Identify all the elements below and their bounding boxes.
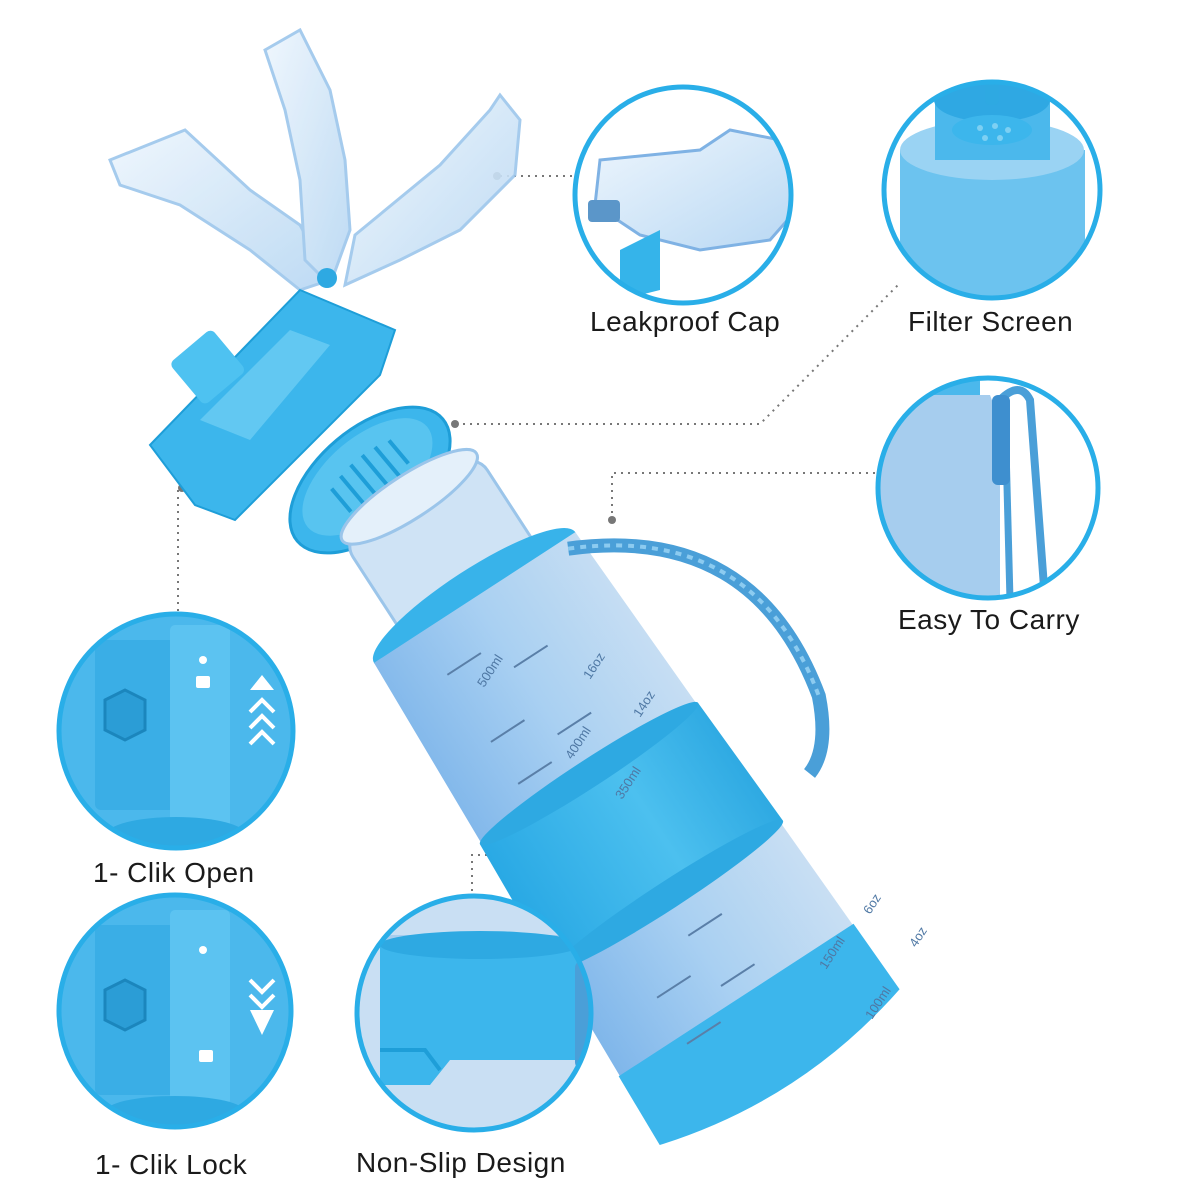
flip-lid-fan: [108, 27, 522, 292]
detail-circle-leakproof-cap: [572, 84, 794, 306]
mark-4oz: 4oz: [906, 924, 930, 950]
bottle: [339, 448, 900, 1146]
detail-circle-one-click-lock: [56, 892, 294, 1130]
mark-6oz: 6oz: [860, 891, 884, 917]
leader-nonslip: [471, 854, 655, 897]
caption-one-click-lock: 1- Clik Lock: [95, 1149, 248, 1180]
leader-lines: [177, 175, 901, 897]
caption-leakproof-cap: Leakproof Cap: [590, 306, 781, 337]
detail-circle-non-slip: [354, 893, 594, 1133]
caption-non-slip-design: Non-Slip Design: [356, 1147, 566, 1178]
caption-filter-screen: Filter Screen: [908, 306, 1074, 337]
leader-carry: [611, 472, 876, 520]
detail-circle-filter-screen: [881, 79, 1103, 301]
detail-circle-one-click-open: [56, 611, 296, 851]
hinge-pin: [317, 268, 337, 288]
caption-one-click-open: 1- Clik Open: [93, 857, 255, 888]
detail-circle-easy-to-carry: [875, 375, 1101, 601]
caption-easy-to-carry: Easy To Carry: [898, 604, 1080, 635]
lid-base: [148, 288, 397, 522]
